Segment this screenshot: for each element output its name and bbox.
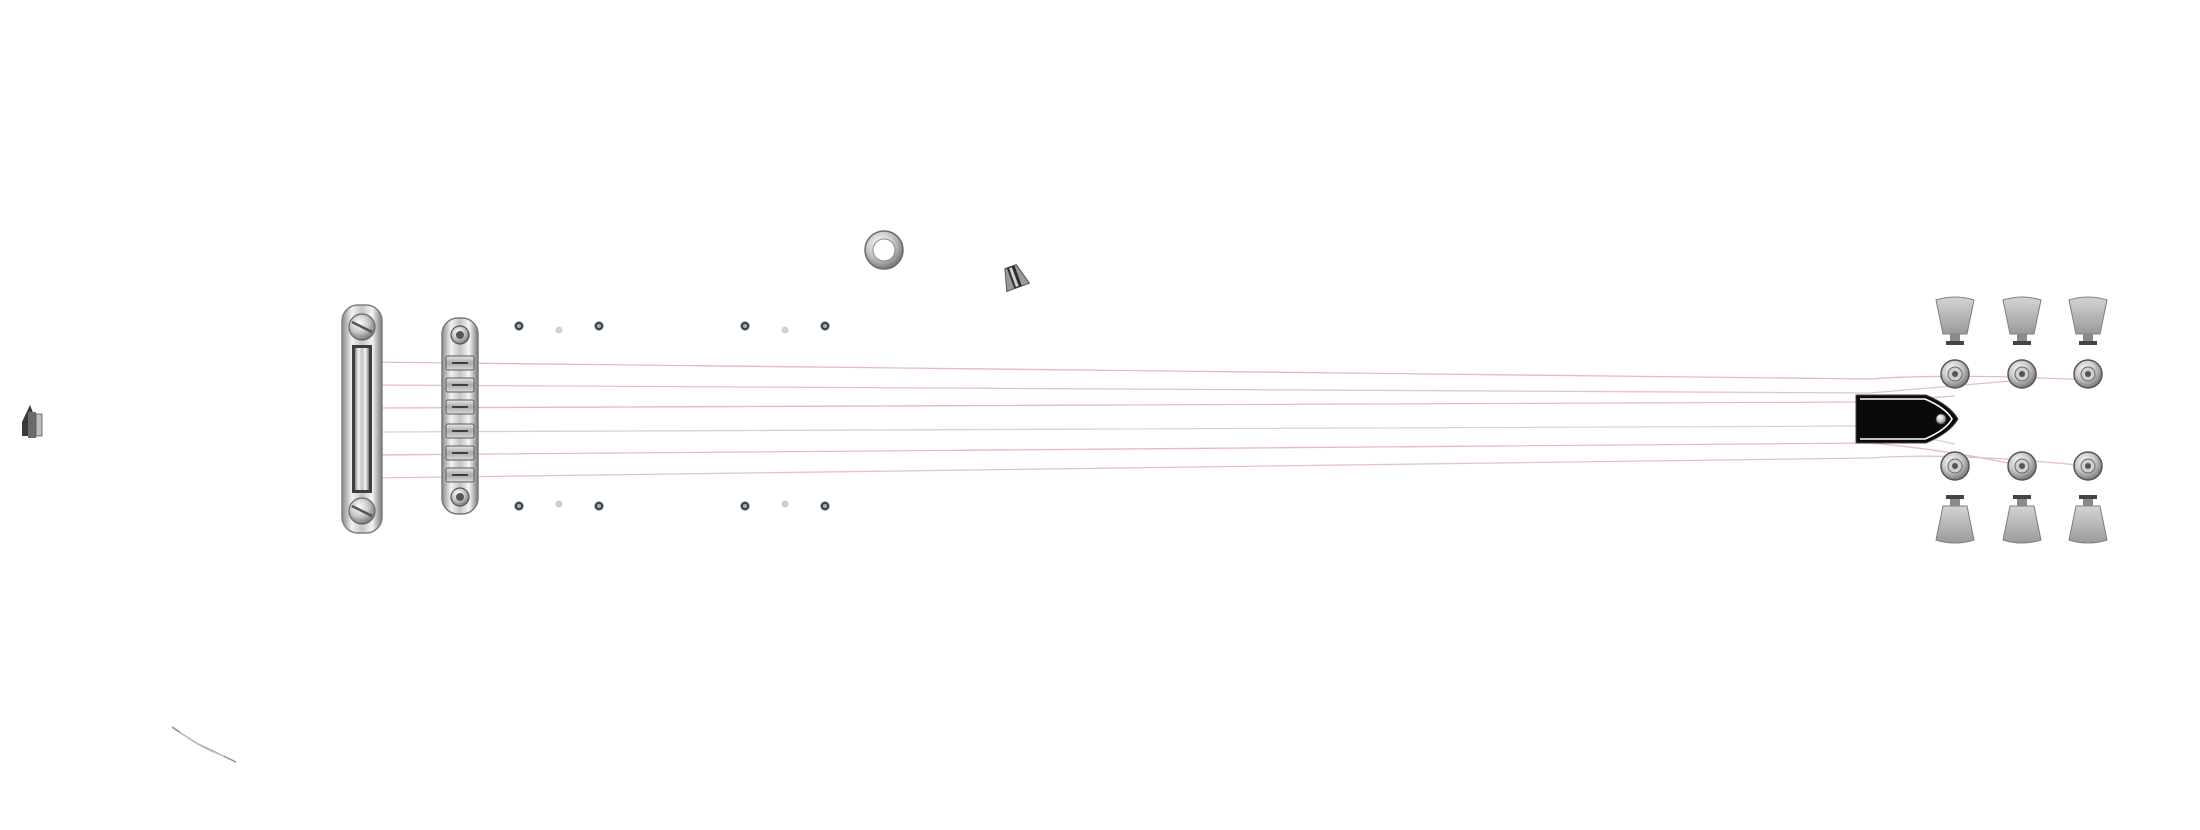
string-5	[371, 442, 2023, 467]
toggle-switch-ring	[864, 230, 904, 270]
string-2	[371, 379, 2023, 394]
tuner-button-3	[2068, 296, 2108, 345]
truss-rod-screw	[1935, 413, 1947, 425]
toggle-tip	[1004, 263, 1031, 293]
pickup-screws-neck	[740, 321, 830, 511]
tuner-button-1	[1935, 296, 1975, 345]
tuner-buttons-top	[1935, 296, 2108, 345]
pickup-screws-bridge	[514, 321, 604, 511]
tuner-post-3	[2073, 359, 2103, 389]
tuner-post-6	[2073, 451, 2103, 481]
tuner-buttons-bottom	[1935, 495, 2108, 544]
tuner-button-4	[1935, 495, 1975, 544]
tuner-button-2	[2002, 296, 2042, 345]
string-6	[371, 455, 2089, 479]
strings	[371, 361, 2089, 479]
tuner-post-4	[1940, 451, 1970, 481]
string-4	[371, 425, 1956, 445]
pickguard-bracket	[171, 726, 237, 763]
string-3	[371, 395, 1956, 409]
tuner-button-5	[2002, 495, 2042, 544]
strap-button-icon	[22, 405, 43, 438]
string-1	[371, 361, 2089, 381]
tuner-button-6	[2068, 495, 2108, 544]
truss-rod-cover	[1855, 394, 1959, 444]
tuner-post-1	[1940, 359, 1970, 389]
tuner-post-5	[2007, 451, 2037, 481]
tune-o-matic-bridge	[441, 317, 479, 515]
tuner-post-2	[2007, 359, 2037, 389]
stop-tailpiece	[341, 304, 383, 534]
tuner-posts	[1940, 359, 2103, 481]
